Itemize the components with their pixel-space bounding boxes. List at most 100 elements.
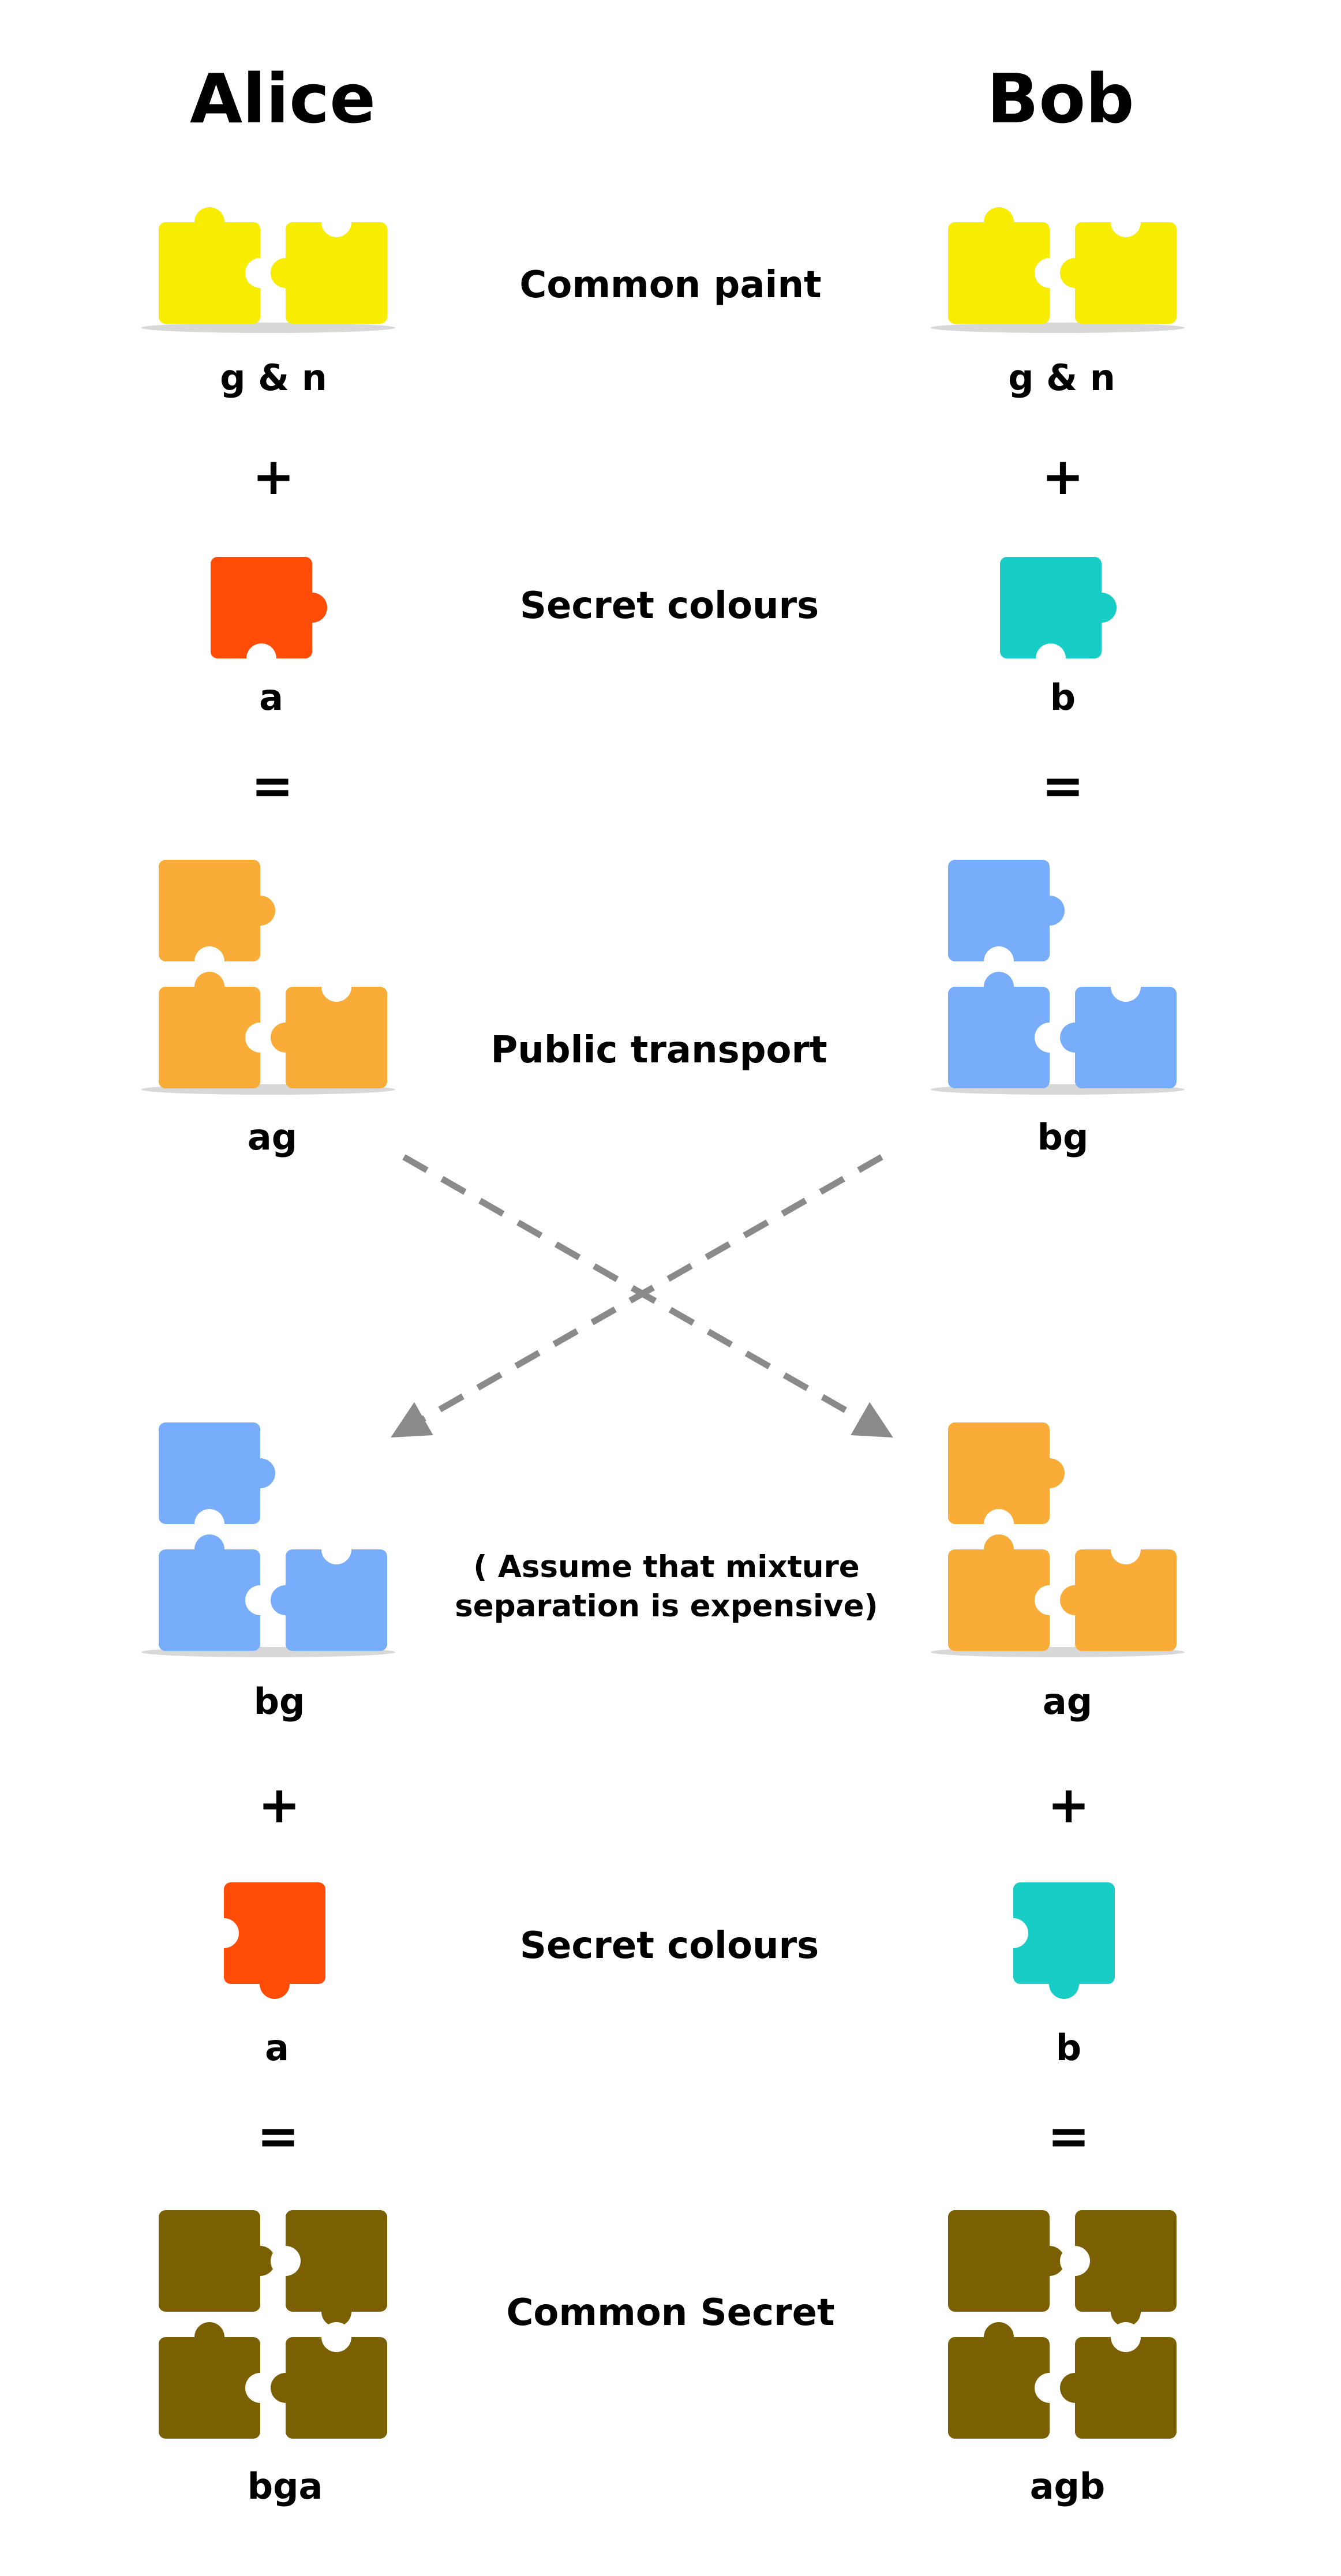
step-secret-colours-1: Secret colours — [519, 585, 819, 627]
bob-equals-2: = — [1047, 2106, 1090, 2166]
alice-secret-piece-1 — [211, 557, 312, 658]
alice-received-piece-2 — [159, 1549, 260, 1651]
step-common-paint: Common paint — [519, 264, 822, 306]
bob-secret-piece-2-bottom-knob — [1049, 1969, 1079, 1999]
bob-mix-piece-1-right-knob — [1035, 896, 1065, 926]
alice-secret-piece-2-left-hole — [209, 1918, 239, 1948]
bob-paint-shadow — [931, 323, 1185, 333]
bob-result-piece-4-left-knob — [1060, 2373, 1090, 2403]
alice-paint-shadow — [141, 323, 395, 333]
alice-equals-1: = — [251, 756, 294, 815]
alice-received-label: bg — [253, 1680, 305, 1723]
bob-secret-piece-1 — [1000, 557, 1102, 658]
bob-mix-piece-3-top-hole — [1111, 972, 1141, 1002]
bob-received-piece-1 — [948, 1422, 1050, 1524]
alice-result-piece-1 — [159, 2210, 260, 2312]
bob-paint-piece-1-right-hole — [1035, 258, 1065, 288]
alice-received-piece-3-top-hole — [321, 1534, 351, 1564]
arrow-bob-to-alice — [391, 1154, 883, 1438]
alice-secret-piece-2-bottom-knob — [260, 1969, 290, 1999]
alice-received-piece-2-right-hole — [245, 1585, 275, 1615]
alice-paint-piece-2-top-hole — [321, 207, 351, 237]
alice-equals-2: = — [257, 2106, 299, 2166]
alice-result-piece-4-left-knob — [271, 2373, 301, 2403]
bob-header: Bob — [987, 59, 1134, 138]
bob-received-piece-2-right-hole — [1035, 1585, 1065, 1615]
bob-result-piece-2-bottom-knob — [1111, 2297, 1141, 2327]
bob-mix-piece-3-left-knob — [1060, 1023, 1090, 1053]
alice-paint-piece-1 — [159, 222, 260, 324]
alice-received-piece-3 — [286, 1549, 387, 1651]
step-common-secret: Common Secret — [506, 2292, 835, 2334]
alice-received-piece-1 — [159, 1422, 260, 1524]
alice-paint-piece-2-left-knob — [271, 258, 301, 288]
bob-secret-piece-2 — [1013, 1882, 1115, 1984]
bob-mix-piece-2 — [948, 987, 1050, 1088]
alice-result-piece-2-bottom-knob — [321, 2297, 351, 2327]
bob-paint-piece-2 — [1075, 222, 1177, 324]
bob-result-piece-2 — [1075, 2210, 1177, 2312]
alice-mix-piece-3 — [286, 987, 387, 1088]
alice-result-piece-3 — [159, 2337, 260, 2439]
alice-paint-piece-1-right-hole — [245, 258, 275, 288]
bob-result-piece-2-left-hole — [1060, 2246, 1090, 2276]
bob-paint-piece-2-left-knob — [1060, 258, 1090, 288]
bob-secret-piece-2-left-hole — [998, 1918, 1028, 1948]
bob-received-piece-3-left-knob — [1060, 1585, 1090, 1615]
bob-received-piece-3 — [1075, 1549, 1177, 1651]
bob-result-piece-3 — [948, 2337, 1050, 2439]
alice-mix-piece-3-left-knob — [271, 1023, 301, 1053]
bob-paint-piece-1 — [948, 222, 1050, 324]
alice-mix-piece-1 — [159, 860, 260, 961]
alice-result-label: bga — [247, 2465, 323, 2507]
alice-result-piece-1-right-knob — [245, 2246, 275, 2276]
alice-secret-piece-1-right-knob — [297, 593, 327, 623]
bob-mix-label: bg — [1037, 1116, 1089, 1158]
bob-paint-piece-2-top-hole — [1111, 207, 1141, 237]
alice-paint-piece-2 — [286, 222, 387, 324]
alice-received-piece-1-bottom-hole — [194, 1509, 224, 1539]
alice-mix-piece-1-right-knob — [245, 896, 275, 926]
bob-mix-piece-1-bottom-hole — [984, 946, 1014, 976]
alice-plus-1: + — [252, 447, 295, 506]
bob-result-piece-3-top-knob — [984, 2322, 1014, 2352]
bob-received-piece-2 — [948, 1549, 1050, 1651]
alice-secret-label-1: a — [259, 676, 283, 718]
alice-mix-piece-2 — [159, 987, 260, 1088]
step-secret-colours-2: Secret colours — [519, 1924, 819, 1967]
alice-result-piece-2-left-hole — [271, 2246, 301, 2276]
alice-mix-piece-1-bottom-hole — [194, 946, 224, 976]
alice-secret-piece-2 — [224, 1882, 325, 1984]
bob-paint-label: g & n — [1008, 357, 1115, 399]
alice-header: Alice — [189, 59, 376, 138]
bob-received-piece-3-top-hole — [1111, 1534, 1141, 1564]
bob-plus-2: + — [1047, 1775, 1090, 1834]
alice-result-piece-3-top-knob — [194, 2322, 224, 2352]
bob-result-piece-4-top-hole — [1111, 2322, 1141, 2352]
bob-received-label: ag — [1042, 1680, 1093, 1723]
alice-result-piece-3-right-hole — [245, 2373, 275, 2403]
alice-plus-2: + — [258, 1775, 301, 1834]
alice-secret-piece-1-bottom-hole — [246, 643, 276, 673]
step-note: ( Assume that mixture separation is expe… — [455, 1549, 878, 1624]
alice-mix-piece-2-top-knob — [194, 972, 224, 1002]
bob-result-piece-1-right-knob — [1035, 2246, 1065, 2276]
bob-plus-1: + — [1042, 447, 1084, 506]
bob-result-piece-3-right-hole — [1035, 2373, 1065, 2403]
alice-paint-piece-1-top-knob — [194, 207, 224, 237]
bob-received-piece-1-right-knob — [1035, 1458, 1065, 1488]
alice-mix-piece-3-top-hole — [321, 972, 351, 1002]
alice-result-piece-4 — [286, 2337, 387, 2439]
bob-secret-label-2: b — [1055, 2027, 1082, 2069]
alice-secret-label-2: a — [265, 2027, 289, 2069]
bob-secret-label-1: b — [1050, 676, 1076, 718]
bob-received-piece-1-bottom-hole — [984, 1509, 1014, 1539]
step-public-transport: Public transport — [490, 1029, 827, 1072]
alice-paint-label: g & n — [220, 357, 327, 399]
bob-mix-piece-1 — [948, 860, 1050, 961]
alice-mix-piece-2-right-hole — [245, 1023, 275, 1053]
bob-equals-1: = — [1042, 756, 1084, 815]
bob-result-label: agb — [1029, 2465, 1106, 2507]
bob-result-piece-1 — [948, 2210, 1050, 2312]
